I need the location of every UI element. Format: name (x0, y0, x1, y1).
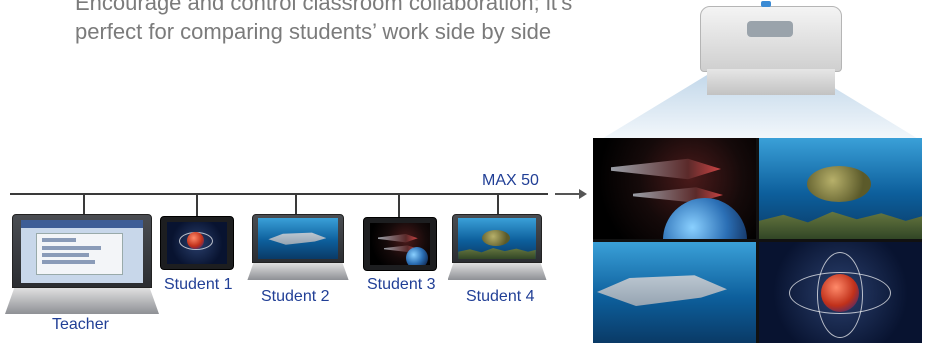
teacher-screen (21, 220, 143, 283)
projected-display (593, 138, 922, 343)
student-1-label: Student 1 (164, 276, 233, 293)
shark-image (593, 242, 756, 343)
student-1-tablet (160, 216, 234, 270)
student-3-connector (398, 194, 400, 217)
teacher-connector (83, 194, 85, 214)
student-4-label: Student 4 (466, 288, 535, 305)
projector-indicator (761, 1, 771, 7)
student-4-laptop (447, 214, 547, 280)
headline-line-1: Encourage and control classroom collabor… (75, 0, 573, 15)
projector (700, 1, 842, 95)
teacher-laptop (5, 214, 159, 314)
student-2-connector (295, 194, 297, 214)
spaceship-image (593, 138, 756, 239)
arrow-to-projector (555, 189, 587, 199)
student-3-label: Student 3 (367, 276, 436, 293)
student-1-connector (196, 194, 198, 216)
max-connections-label: MAX 50 (482, 172, 539, 189)
headline: Encourage and control classroom collabor… (75, 0, 635, 46)
student-2-laptop (247, 214, 349, 280)
headline-line-2: perfect for comparing students’ work sid… (75, 19, 552, 44)
student-2-label: Student 2 (261, 288, 330, 305)
sea-turtle-image (759, 138, 922, 239)
teacher-label: Teacher (52, 316, 109, 333)
atom-image (759, 242, 922, 343)
student-3-tablet (363, 217, 437, 271)
student-4-connector (497, 194, 499, 214)
projector-lens (747, 21, 793, 37)
network-line (10, 193, 548, 195)
